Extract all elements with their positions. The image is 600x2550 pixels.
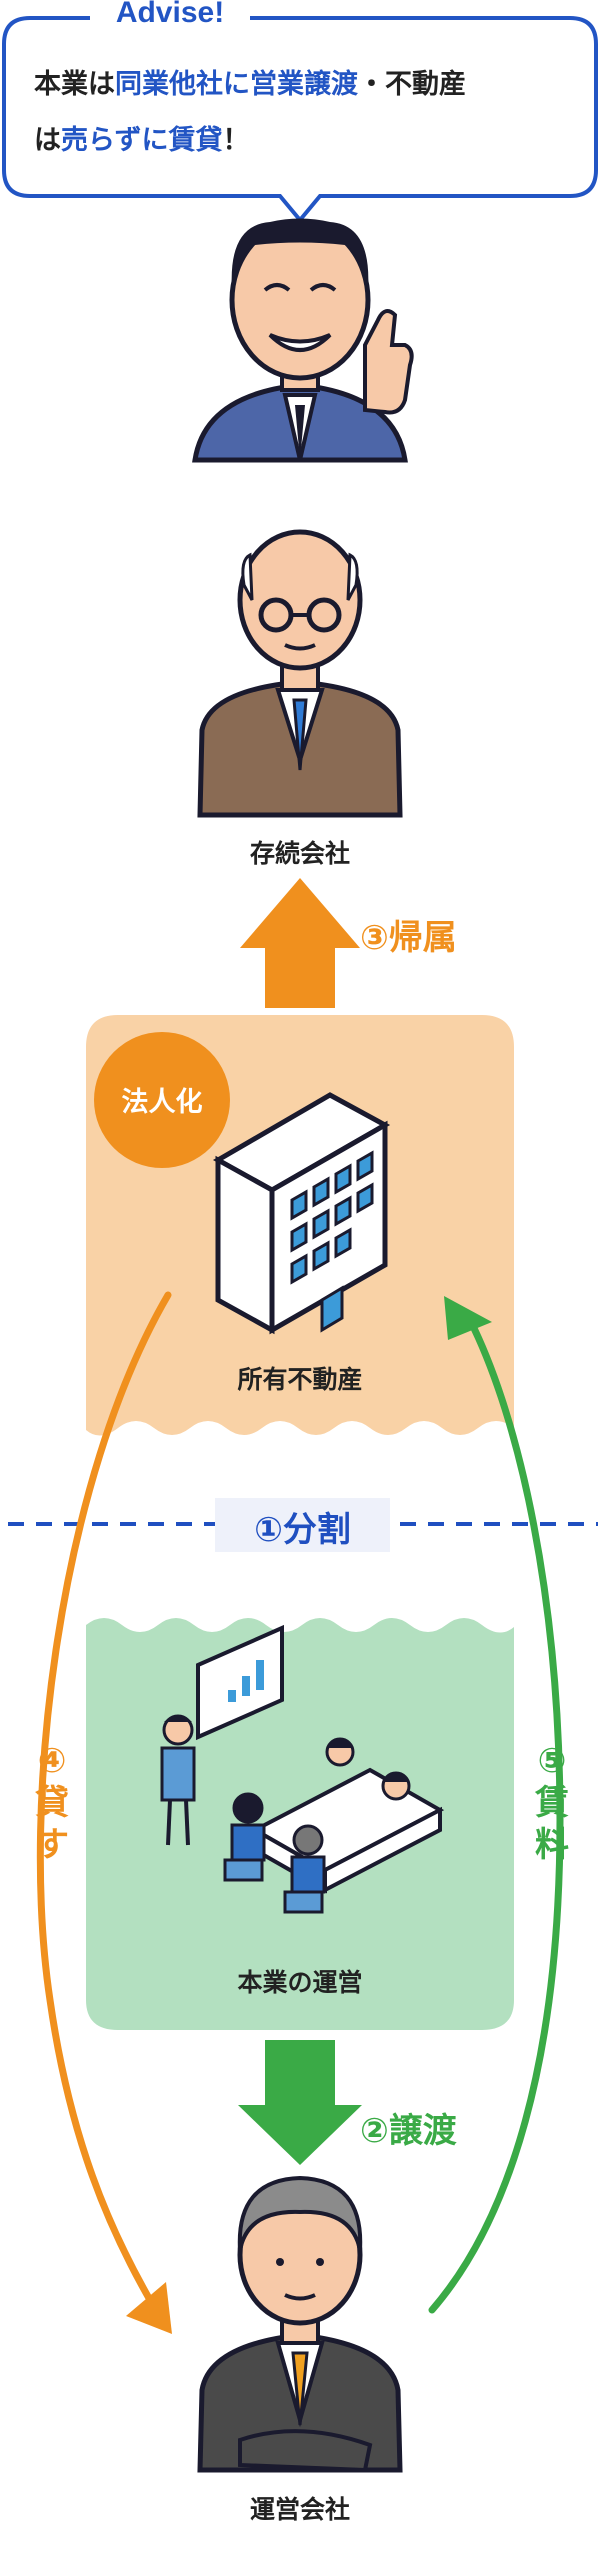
attribution-arrow <box>240 878 360 1008</box>
advise-text: は <box>34 125 61 156</box>
rent-arrowhead <box>444 1296 492 1340</box>
surviving-company-label: 存続会社 <box>249 839 350 868</box>
rent-label: ⑤ 賃 料 <box>530 1740 574 1866</box>
advise-text: 本業は <box>34 69 115 100</box>
attribution-label: ③帰属 <box>360 918 457 958</box>
elder-illustration <box>197 529 403 818</box>
split-label-bg <box>215 1498 390 1552</box>
core-business-label: 本業の運営 <box>237 1968 363 1997</box>
lend-label-char: 貸 <box>35 1783 69 1823</box>
operating-company-label: 運営会社 <box>249 2495 350 2524</box>
advise-highlight: 売らずに賃貸 <box>61 125 223 156</box>
advise-line-1: 本業は同業他社に営業譲渡・不動産 <box>34 62 466 101</box>
split-label: ①分割 <box>254 1510 351 1550</box>
real-estate-label: 所有不動産 <box>237 1365 363 1394</box>
advise-highlight: 同業他社に営業譲渡 <box>115 69 358 100</box>
transfer-arrow <box>238 2040 362 2165</box>
lend-arrow <box>36 1291 172 2304</box>
advise-title: Advise! <box>105 0 235 30</box>
rent-arrow <box>428 1316 564 2314</box>
incorporate-badge <box>94 1032 230 1168</box>
advise-text: ！ <box>222 125 250 156</box>
rent-label-char: 賃 <box>535 1783 569 1823</box>
office-illustration <box>160 1624 445 1914</box>
advise-text: ・不動産 <box>358 69 466 100</box>
rent-label-char: 料 <box>535 1825 569 1865</box>
businessman-illustration <box>197 2175 403 2473</box>
advise-line-2: は売らずに賃貸！ <box>34 118 249 157</box>
lend-label-char: す <box>35 1825 69 1865</box>
lend-label-number: ④ <box>37 1741 67 1781</box>
building-illustration <box>212 1092 391 1335</box>
incorporate-badge-label: 法人化 <box>121 1087 203 1118</box>
rent-label-number: ⑤ <box>537 1741 567 1781</box>
transfer-label: ②譲渡 <box>360 2111 457 2151</box>
advisor-illustration <box>192 218 414 463</box>
lend-label: ④ 貸 す <box>30 1740 74 1866</box>
lend-arrowhead <box>126 2282 172 2334</box>
